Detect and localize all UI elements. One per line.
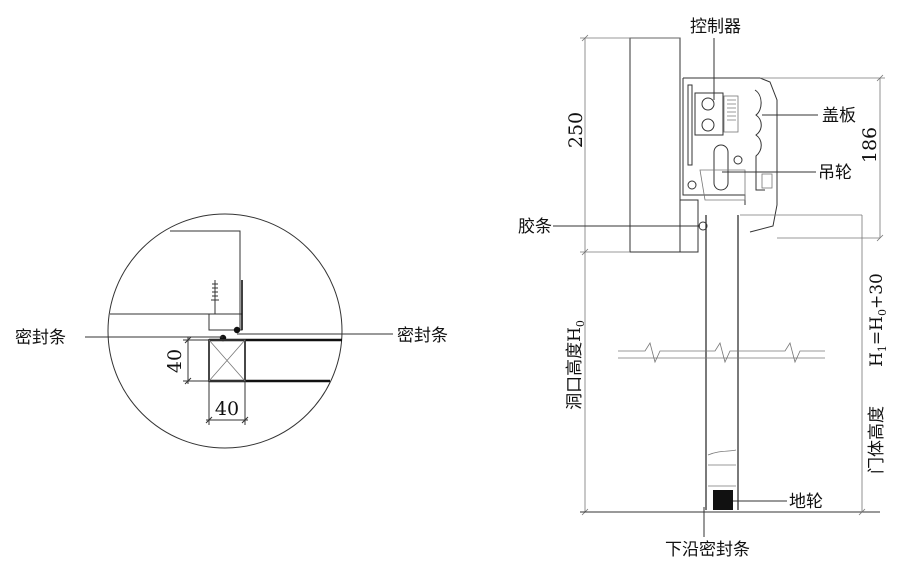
dim-height-text: 40: [164, 349, 186, 373]
controller-label: 控制器: [690, 17, 741, 37]
seal-left-label: 密封条: [15, 328, 66, 348]
detail-circle: [107, 213, 343, 449]
section-cross: [208, 339, 246, 382]
screw-icon: [211, 280, 219, 314]
seal-dot-upper: [233, 326, 241, 334]
seal-right-label: 密封条: [397, 326, 448, 346]
seal-detail: 40 40 密封条 密封条: [15, 213, 448, 449]
controller-roller-icon: [701, 118, 715, 132]
section-box: [208, 339, 246, 382]
door-height-label: 门体高度: [867, 406, 887, 474]
break-line: [618, 342, 825, 364]
door-panel: [705, 215, 739, 510]
rubber-strip-label: 胶条: [518, 217, 552, 237]
hanging-wheel-label: 吊轮: [818, 163, 852, 183]
frame-line: [170, 230, 241, 330]
housing: [682, 77, 778, 233]
door-height-formula: H1=H0+30: [867, 273, 889, 367]
floor-wheel-label: 地轮: [789, 492, 823, 512]
cover-plate-label: 盖板: [822, 106, 856, 126]
door-section: 250 186 控制器: [518, 17, 889, 560]
wall-lintel: [629, 37, 681, 253]
hanging-wheel-icon: [713, 144, 729, 191]
dim-186-text: 186: [859, 127, 881, 163]
controller-roller-icon: [701, 97, 715, 111]
floor-wheel-icon: [713, 490, 733, 510]
opening-height-label: 洞口高度H0: [565, 320, 587, 410]
dim-250-text: 250: [565, 112, 587, 148]
dim-width-text: 40: [215, 398, 239, 420]
bottom-seal-label: 下沿密封条: [665, 540, 750, 560]
